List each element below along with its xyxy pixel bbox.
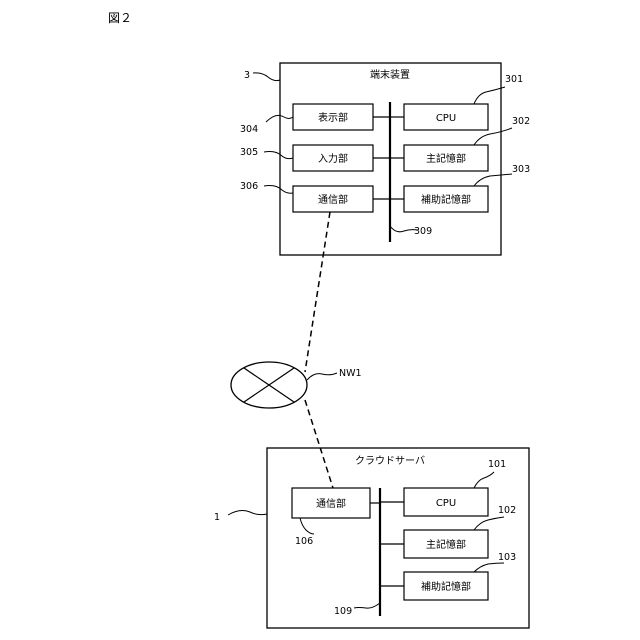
terminal-display-label: 表示部 [318,111,348,124]
network-node [231,362,307,408]
terminal-input-block: 入力部 [293,145,373,171]
cloud-main-memory-leader [474,517,504,530]
terminal-input-ref: 305 [240,147,258,158]
terminal-title: 端末装置 [370,68,410,81]
terminal-display-ref: 304 [240,124,258,135]
cloud-cpu-leader [474,472,494,488]
cloud-comm-leader [300,518,314,534]
cloud-ref-leader [228,511,267,515]
terminal-main-memory-ref: 302 [512,116,530,127]
cloud-comm-block: 通信部 [292,488,370,518]
cloud-main-memory-ref: 102 [498,505,516,516]
terminal-input-leader [264,152,293,159]
cloud-aux-storage-leader [474,563,504,572]
terminal-main-memory-block: 主記憶部 [404,145,488,171]
cloud-bus-leader [354,603,380,608]
terminal-aux-storage-block: 補助記憶部 [404,186,488,212]
cloud-title: クラウドサーバ [355,455,425,467]
cloud-comm-ref: 106 [295,536,313,547]
terminal-comm-label: 通信部 [318,193,348,206]
cloud-cpu-ref: 101 [488,459,506,470]
terminal-comm-leader [264,186,293,194]
network-ref-leader [307,373,337,380]
network-ref: NW1 [339,368,362,379]
cloud-aux-storage-label: 補助記憶部 [421,580,471,593]
terminal-link-dashed [305,212,330,372]
cloud-ref: 1 [214,512,220,523]
terminal-input-label: 入力部 [318,152,348,165]
cloud-main-memory-block: 主記憶部 [404,530,488,558]
cloud-cpu-block: CPU [404,488,488,516]
terminal-cpu-ref: 301 [505,74,523,85]
terminal-ref-leader [253,73,280,81]
cloud-aux-storage-block: 補助記憶部 [404,572,488,600]
terminal-ref: 3 [244,70,250,81]
terminal-aux-storage-label: 補助記憶部 [421,193,471,206]
cloud-cpu-label: CPU [436,498,456,509]
terminal-aux-storage-ref: 303 [512,164,530,175]
terminal-display-block: 表示部 [293,104,373,130]
cloud-aux-storage-ref: 103 [498,552,516,563]
terminal-comm-block: 通信部 [293,186,373,212]
terminal-cpu-label: CPU [436,113,456,124]
cloud-comm-label: 通信部 [316,497,346,510]
terminal-aux-storage-leader [474,174,512,186]
cloud-link-dashed [305,400,333,488]
cloud-bus-ref: 109 [334,606,352,617]
cloud-main-memory-label: 主記憶部 [426,538,466,551]
terminal-cpu-block: CPU [404,104,488,130]
terminal-main-memory-label: 主記憶部 [426,152,466,165]
terminal-bus-ref: 309 [414,226,432,237]
figure-label: 図２ [108,11,132,25]
terminal-comm-ref: 306 [240,181,258,192]
